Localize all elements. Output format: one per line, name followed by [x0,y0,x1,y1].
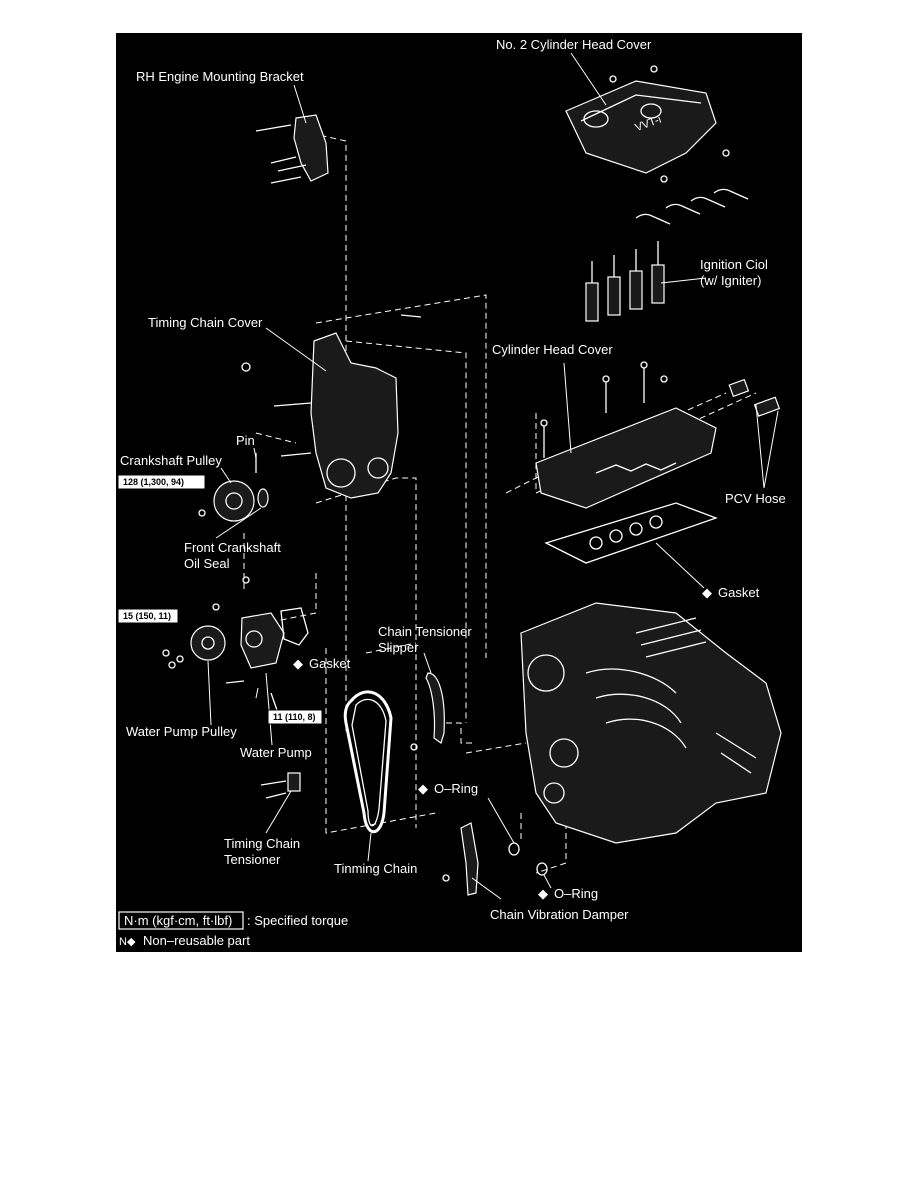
water-pump [212,576,285,714]
label-head-cover-gasket-mark: ◆ [702,585,712,600]
timing-chain [343,690,393,834]
diagram-panel: VVT-i [116,33,802,952]
water-pump-gasket [280,607,309,646]
label-pcv-hose: PCV Hose [725,491,786,506]
torque-water-pump-pulley-value: 15 (150, 11) [123,611,171,621]
label-ignition-coil: Ignition Ciol [700,257,768,272]
label-o-ring-upper-mark: ◆ [418,781,428,796]
label-rh-engine-mounting-bracket: RH Engine Mounting Bracket [136,69,304,84]
label-chain-tensioner: Chain Tensioner [378,624,472,639]
label-timing-chain: Tinming Chain [334,861,417,876]
torque-spec-water-pump: 11 (110, 8) [267,709,323,725]
label-timing-chain-tensioner: Timing Chain [224,836,300,851]
label-o-ring-lower: O–Ring [554,886,598,901]
pcv-hose [728,378,781,417]
timing-chain-cover [241,314,422,499]
torque-spec-crank-pulley: 128 (1,300, 94) [117,474,206,490]
cylinder-head-cover [535,361,717,509]
label-pump-gasket: Gasket [309,656,351,671]
label-pump-gasket-mark: ◆ [293,656,303,671]
label-o-ring-upper: O–Ring [434,781,478,796]
o-rings [508,842,548,876]
label-front-crankshaft: Front Crankshaft [184,540,281,555]
legend-nonreusable-text: Non–reusable part [143,933,250,948]
chain-tensioner-slipper [410,672,445,751]
label-pin: Pin [236,433,255,448]
engine-exploded-diagram: VVT-i [117,37,786,948]
label-slipper: Slipper [378,640,419,655]
leader-lines [207,52,779,900]
legend-nonreusable-mark: N◆ [119,936,136,948]
head-cover-gasket [544,502,718,564]
label-water-pump-pulley: Water Pump Pulley [126,724,237,739]
torque-crank-pulley-value: 128 (1,300, 94) [123,477,184,487]
label-tensioner: Tensioner [224,852,281,867]
label-cylinder-head-cover: Cylinder Head Cover [492,342,613,357]
legend: N·m (kgf·cm, ft·lbf) : Specified torque … [118,911,348,948]
label-chain-vibration-damper: Chain Vibration Damper [490,907,629,922]
crankshaft-pulley [198,480,255,522]
ignition-coil-connectors [635,188,749,225]
label-oil-seal: Oil Seal [184,556,230,571]
label-no2-cylinder-head-cover: No. 2 Cylinder Head Cover [496,37,652,52]
timing-chain-tensioner [260,772,301,799]
water-pump-pulley [162,625,226,669]
legend-specified-torque: : Specified torque [247,913,348,928]
label-timing-chain-cover: Timing Chain Cover [148,315,263,330]
label-o-ring-lower-mark: ◆ [538,886,548,901]
chain-vibration-damper [442,822,479,896]
legend-unit-box: N·m (kgf·cm, ft·lbf) [124,913,232,928]
torque-spec-water-pump-pulley: 15 (150, 11) [117,608,179,624]
label-crankshaft-pulley: Crankshaft Pulley [120,453,222,468]
label-head-cover-gasket: Gasket [718,585,760,600]
engine-block [520,602,782,844]
ignition-coils [585,241,665,322]
part-labels: No. 2 Cylinder Head Cover RH Engine Moun… [120,37,786,922]
no2-cylinder-head-cover: VVT-i [565,65,730,183]
torque-water-pump-value: 11 (110, 8) [273,712,316,722]
label-ignition-coil-igniter: (w/ Igniter) [700,273,761,288]
rh-engine-mounting-bracket [255,114,329,184]
front-crankshaft-oil-seal [257,488,269,508]
label-water-pump: Water Pump [240,745,312,760]
